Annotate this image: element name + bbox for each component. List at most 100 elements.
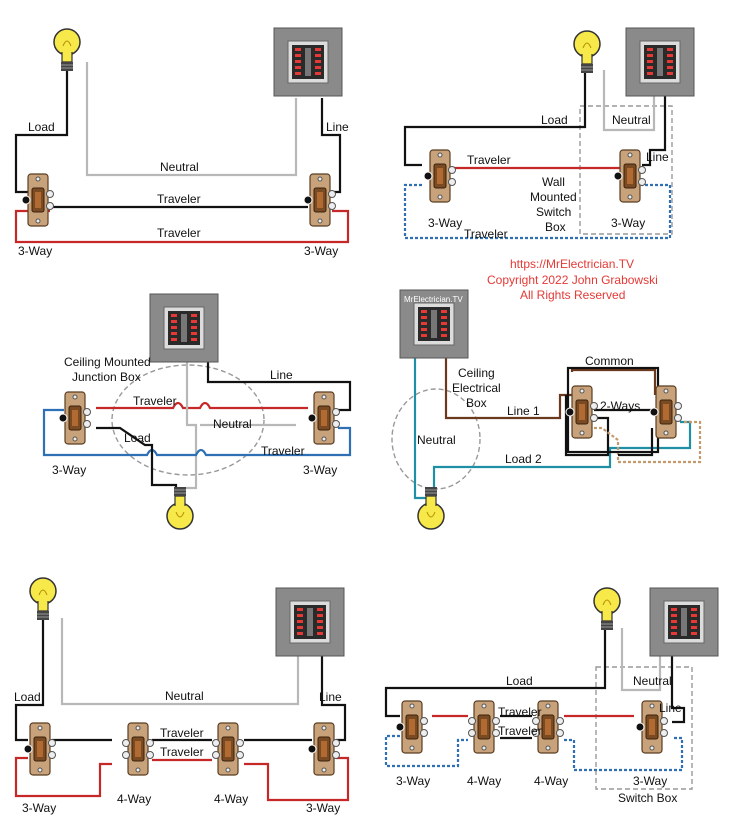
diagram-2: Load Neutral Line Traveler Traveler Wall… [403, 27, 695, 241]
traveler-label-bottom: Traveler [160, 745, 204, 759]
traveler-label-top: Traveler [157, 192, 201, 206]
switch-label-left: 3-Way [428, 216, 462, 230]
switch-label-3: 4-Way [534, 774, 568, 788]
switch-label-2: 4-Way [117, 792, 151, 806]
light-bulb-icon [29, 577, 57, 621]
line-label: Line [326, 120, 349, 134]
traveler-wire-return [618, 428, 654, 457]
traveler-label-top: Traveler [467, 153, 511, 167]
light-bulb-icon [593, 587, 621, 631]
traveler-wire-black [564, 395, 610, 457]
three-way-switch-icon [423, 149, 457, 203]
three-way-switch-icon [307, 391, 341, 445]
credit-block: https://MrElectrician.TV Copyright 2022 … [487, 257, 658, 302]
box-label-line3: Switch [536, 205, 571, 219]
line1-label: Line 1 [507, 404, 540, 418]
diagram-4: MrElectrician.TV Ceiling Electrical Box … [391, 289, 702, 530]
traveler-wire-tan [594, 420, 702, 464]
load-label: Load [14, 690, 41, 704]
line-wire [206, 360, 352, 412]
neutral-wire [85, 62, 298, 177]
ceiling-label-line3: Box [466, 396, 487, 410]
neutral-wire [620, 628, 662, 692]
light-bulb-icon [166, 486, 194, 530]
line-wire [642, 96, 667, 167]
ceiling-label-line2: Electrical [452, 381, 501, 395]
line-label: Line [319, 690, 342, 704]
junction-box-label-line1: Ceiling Mounted [64, 355, 151, 369]
breaker-panel-icon [275, 587, 345, 657]
three-way-switch-icon [58, 391, 92, 445]
switch-label-2: 4-Way [467, 774, 501, 788]
credit-rights: All Rights Reserved [520, 288, 625, 302]
three-way-switch-icon [21, 173, 55, 227]
box-label-line1: Wall [542, 175, 565, 189]
switch-label-4: 3-Way [633, 774, 667, 788]
switch-label-1: 3-Way [22, 801, 56, 815]
load-wire [403, 72, 587, 167]
two-ways-label: 2-Ways [600, 399, 640, 413]
traveler-wire-blue-1 [384, 734, 468, 768]
line1-wire [444, 356, 572, 420]
neutral-label: Neutral [213, 417, 252, 431]
four-way-switch-icon [121, 722, 155, 776]
light-bulb-icon [53, 28, 81, 72]
switch-label-right: 3-Way [304, 244, 338, 258]
traveler-label-bottom: Traveler [464, 227, 508, 241]
switch-box-outline [595, 666, 693, 790]
junction-box-outline [111, 364, 265, 476]
three-way-switch-icon [395, 700, 429, 754]
switch-label-right: 3-Way [303, 463, 337, 477]
neutral-label: Neutral [633, 674, 672, 688]
switch-label-right: 3-Way [611, 216, 645, 230]
diagram-6: Load Neutral Line Traveler Traveler 3-Wa… [384, 587, 719, 805]
neutral-label: Neutral [612, 113, 651, 127]
line-label: Line [646, 150, 669, 164]
traveler-label-bottom: Traveler [157, 226, 201, 240]
traveler-label-bottom: Traveler [498, 724, 542, 738]
traveler-wire-bottom [42, 408, 352, 457]
ceiling-label-line1: Ceiling [458, 366, 495, 380]
neutral-label: Neutral [165, 689, 204, 703]
diagram-5: Load Neutral Line Traveler Traveler 3-Wa… [14, 577, 350, 815]
load-label: Load [124, 431, 151, 445]
traveler-label-top: Traveler [160, 726, 204, 740]
load-label: Load [28, 120, 55, 134]
load-wire [14, 70, 69, 194]
neutral-wire [185, 360, 198, 490]
neutral-wire [602, 70, 656, 132]
traveler-label-bottom: Traveler [261, 444, 305, 458]
three-way-switch-icon [613, 149, 647, 203]
neutral-label: Neutral [160, 160, 199, 174]
traveler-wire-red-1 [14, 756, 112, 798]
traveler-label-top: Traveler [498, 705, 542, 719]
breaker-panel-icon [149, 293, 219, 363]
load-wire [14, 618, 45, 742]
traveler-wire-bottom [403, 183, 672, 240]
neutral-wire [413, 356, 428, 500]
diagram-1: Load Line Neutral Traveler Traveler 3-Wa… [14, 27, 350, 258]
neutral-wire [60, 618, 300, 706]
traveler-wire-top [96, 401, 308, 410]
traveler-label-top: Traveler [133, 394, 177, 408]
traveler-wire-bottom [14, 209, 350, 244]
breaker-panel-icon [273, 27, 343, 97]
diagram-3: Ceiling Mounted Junction Box Line Travel… [42, 293, 352, 530]
load-wire [96, 426, 178, 498]
load2-label: Load 2 [505, 452, 542, 466]
switch-label-1: 3-Way [396, 774, 430, 788]
switch-label-left: 3-Way [18, 244, 52, 258]
light-bulb-icon [417, 486, 445, 530]
breaker-panel-icon [649, 587, 719, 657]
load-wire [384, 630, 607, 718]
three-way-switch-icon [307, 722, 341, 776]
line-label: Line [659, 701, 682, 715]
traveler-wire-blue-3 [564, 736, 684, 772]
load-label: Load [506, 674, 533, 688]
traveler-wire-red-3 [244, 756, 350, 802]
four-way-switch-icon [467, 700, 501, 754]
credit-url: https://MrElectrician.TV [510, 257, 634, 271]
four-way-switch-icon [211, 722, 245, 776]
three-way-switch-icon [565, 385, 599, 439]
switch-box-outline [579, 105, 673, 235]
